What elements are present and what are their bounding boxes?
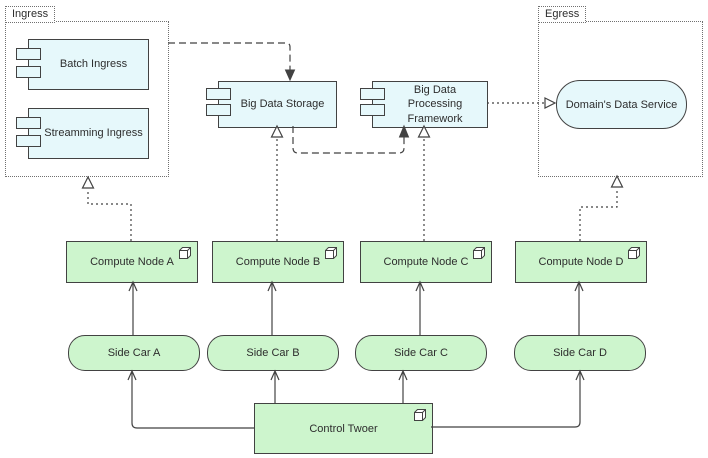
component-label: Big Data Processing Framework (407, 84, 463, 125)
component-tab-icon (16, 117, 41, 129)
side-car-a[interactable]: Side Car A (68, 335, 200, 371)
connector-tower-to-sidecar-d (431, 369, 585, 428)
component-tab-icon (16, 48, 41, 60)
sidecar-label: Side Car D (553, 347, 607, 359)
component-tab-icon (206, 104, 231, 116)
component-tab-icon (16, 66, 41, 78)
component-tab-icon (360, 104, 385, 116)
connector-tower-to-sidecar-c (398, 369, 408, 403)
connector-ingress-to-storage (168, 42, 296, 82)
connector-tower-to-sidecar-a (127, 369, 254, 429)
group-ingress-label: Ingress (5, 6, 56, 23)
node-label: Compute Node B (235, 256, 321, 268)
side-car-b[interactable]: Side Car B (207, 335, 339, 371)
cube-icon (179, 247, 191, 259)
connector-sidecar-b-to-node-b (267, 280, 277, 335)
service-domains-data-service[interactable]: Domain's Data Service (556, 80, 687, 129)
group-egress-label: Egress (538, 6, 587, 23)
sidecar-label: Side Car B (246, 347, 300, 359)
control-tower-label: Control Twoer (309, 422, 378, 435)
node-label: Compute Node C (383, 256, 469, 268)
connector-sidecar-a-to-node-a (128, 280, 138, 335)
component-label: Batch Ingress (59, 58, 128, 71)
cube-icon (414, 409, 426, 421)
component-label: Big Data Storage (240, 98, 325, 111)
connector-sidecar-d-to-node-d (574, 280, 584, 335)
cube-icon (325, 247, 337, 259)
component-tab-icon (360, 88, 385, 100)
compute-node-b[interactable]: Compute Node B (212, 241, 344, 283)
sidecar-label: Side Car C (394, 347, 448, 359)
cube-icon (628, 247, 640, 259)
connector-node-c-to-framework (417, 124, 431, 241)
component-streaming-ingress[interactable]: Streamming Ingress (16, 108, 149, 159)
connector-node-d-to-egress (579, 174, 624, 241)
side-car-d[interactable]: Side Car D (514, 335, 646, 371)
component-batch-ingress[interactable]: Batch Ingress (16, 39, 149, 90)
sidecar-label: Side Car A (107, 347, 161, 359)
node-label: Compute Node A (90, 256, 174, 268)
side-car-c[interactable]: Side Car C (355, 335, 487, 371)
control-tower[interactable]: Control Twoer (254, 403, 433, 454)
component-tab-icon (16, 135, 41, 147)
component-big-data-processing-framework[interactable]: Big Data Processing Framework (360, 81, 488, 128)
connector-sidecar-c-to-node-c (415, 280, 425, 335)
node-label: Compute Node D (538, 256, 624, 268)
compute-node-a[interactable]: Compute Node A (66, 241, 198, 283)
connector-tower-to-sidecar-b (270, 369, 280, 403)
cube-icon (473, 247, 485, 259)
connector-storage-to-framework (292, 124, 410, 154)
service-label: Domain's Data Service (565, 98, 678, 111)
compute-node-d[interactable]: Compute Node D (515, 241, 647, 283)
group-egress[interactable]: Egress (538, 6, 703, 177)
component-big-data-storage[interactable]: Big Data Storage (206, 81, 337, 128)
compute-node-c[interactable]: Compute Node C (360, 241, 492, 283)
connector-node-b-to-storage (270, 124, 284, 241)
component-label: Streamming Ingress (44, 127, 143, 140)
component-tab-icon (206, 88, 231, 100)
connector-node-a-to-ingress (81, 175, 132, 241)
